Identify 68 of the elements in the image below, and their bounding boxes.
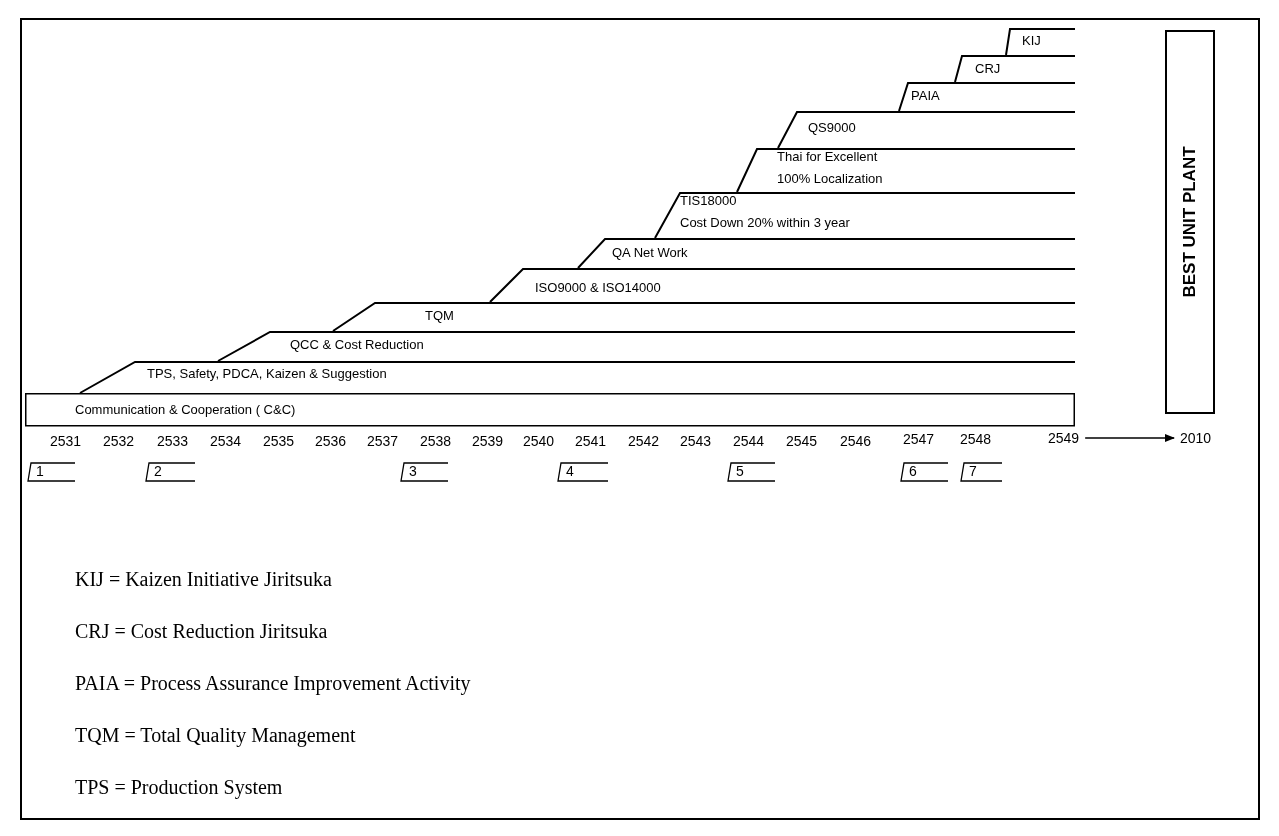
step-band xyxy=(1006,28,1075,55)
year-label: 2532 xyxy=(103,433,135,449)
year-label: 2538 xyxy=(420,433,452,449)
tab-number: 3 xyxy=(409,463,417,479)
definition-text: TPS = Production System xyxy=(75,776,283,799)
band-label: TIS18000 xyxy=(680,193,737,209)
number-tab xyxy=(400,462,448,482)
year-label: 2545 xyxy=(786,433,818,449)
step-band xyxy=(778,111,1075,148)
step-band xyxy=(490,268,1075,302)
year-label: 2546 xyxy=(840,433,872,449)
band-label: Cost Down 20% within 3 year xyxy=(680,215,850,231)
band-label: KIJ xyxy=(1022,33,1041,49)
step-band xyxy=(80,361,1075,393)
year-label: 2533 xyxy=(157,433,189,449)
step-band xyxy=(578,238,1075,268)
tab-number: 7 xyxy=(969,463,977,479)
definition-text: PAIA = Process Assurance Improvement Activity xyxy=(75,672,471,695)
band-label: QS9000 xyxy=(808,120,856,136)
year-label: 2543 xyxy=(680,433,712,449)
year-label: 2544 xyxy=(733,433,765,449)
year-label: 2539 xyxy=(472,433,504,449)
definition-text: TQM = Total Quality Management xyxy=(75,724,356,747)
band-label: QA Net Work xyxy=(612,245,688,261)
tab-number: 1 xyxy=(36,463,44,479)
step-band xyxy=(333,302,1075,331)
number-tab xyxy=(727,462,775,482)
band-label: ISO9000 & ISO14000 xyxy=(535,280,661,296)
year-label: 2010 xyxy=(1180,430,1212,446)
band-label: CRJ xyxy=(975,61,1001,77)
vertical-label: BEST UNIT PLANT xyxy=(1180,146,1200,298)
number-tab xyxy=(145,462,195,482)
year-label: 2547 xyxy=(903,431,935,447)
band-label: TQM xyxy=(425,308,454,324)
band-label: TPS, Safety, PDCA, Kaizen & Suggestion xyxy=(147,366,387,382)
award-box xyxy=(1165,30,1215,414)
tab-number: 5 xyxy=(736,463,744,479)
step-band xyxy=(655,192,1075,238)
band-label: 100% Localization xyxy=(777,171,883,187)
band-label: QCC & Cost Reduction xyxy=(290,337,424,353)
step-band xyxy=(25,393,1075,425)
number-tab xyxy=(960,462,1002,482)
tab-number: 6 xyxy=(909,463,917,479)
year-label: 2534 xyxy=(210,433,242,449)
definition-text: KIJ = Kaizen Initiative Jiritsuka xyxy=(75,568,332,591)
year-label: 2537 xyxy=(367,433,399,449)
band-label: Thai for Excellent xyxy=(777,149,878,165)
number-tab xyxy=(900,462,948,482)
band-label: Communication & Cooperation ( C&C) xyxy=(75,402,296,418)
arrow xyxy=(1084,434,1175,442)
year-label: 2541 xyxy=(575,433,607,449)
number-tab xyxy=(27,462,75,482)
step-band xyxy=(955,55,1075,82)
year-label: 2549 xyxy=(1048,430,1080,446)
year-label: 2548 xyxy=(960,431,992,447)
step-band xyxy=(899,82,1075,111)
year-label: 2540 xyxy=(523,433,555,449)
tab-number: 2 xyxy=(154,463,162,479)
tab-number: 4 xyxy=(566,463,574,479)
band-label: PAIA xyxy=(911,88,940,104)
definition-text: CRJ = Cost Reduction Jiritsuka xyxy=(75,620,328,643)
year-label: 2542 xyxy=(628,433,660,449)
year-label: 2535 xyxy=(263,433,295,449)
step-band xyxy=(737,148,1075,192)
year-label: 2531 xyxy=(50,433,82,449)
number-tab xyxy=(557,462,608,482)
year-label: 2536 xyxy=(315,433,347,449)
step-band xyxy=(218,331,1075,361)
